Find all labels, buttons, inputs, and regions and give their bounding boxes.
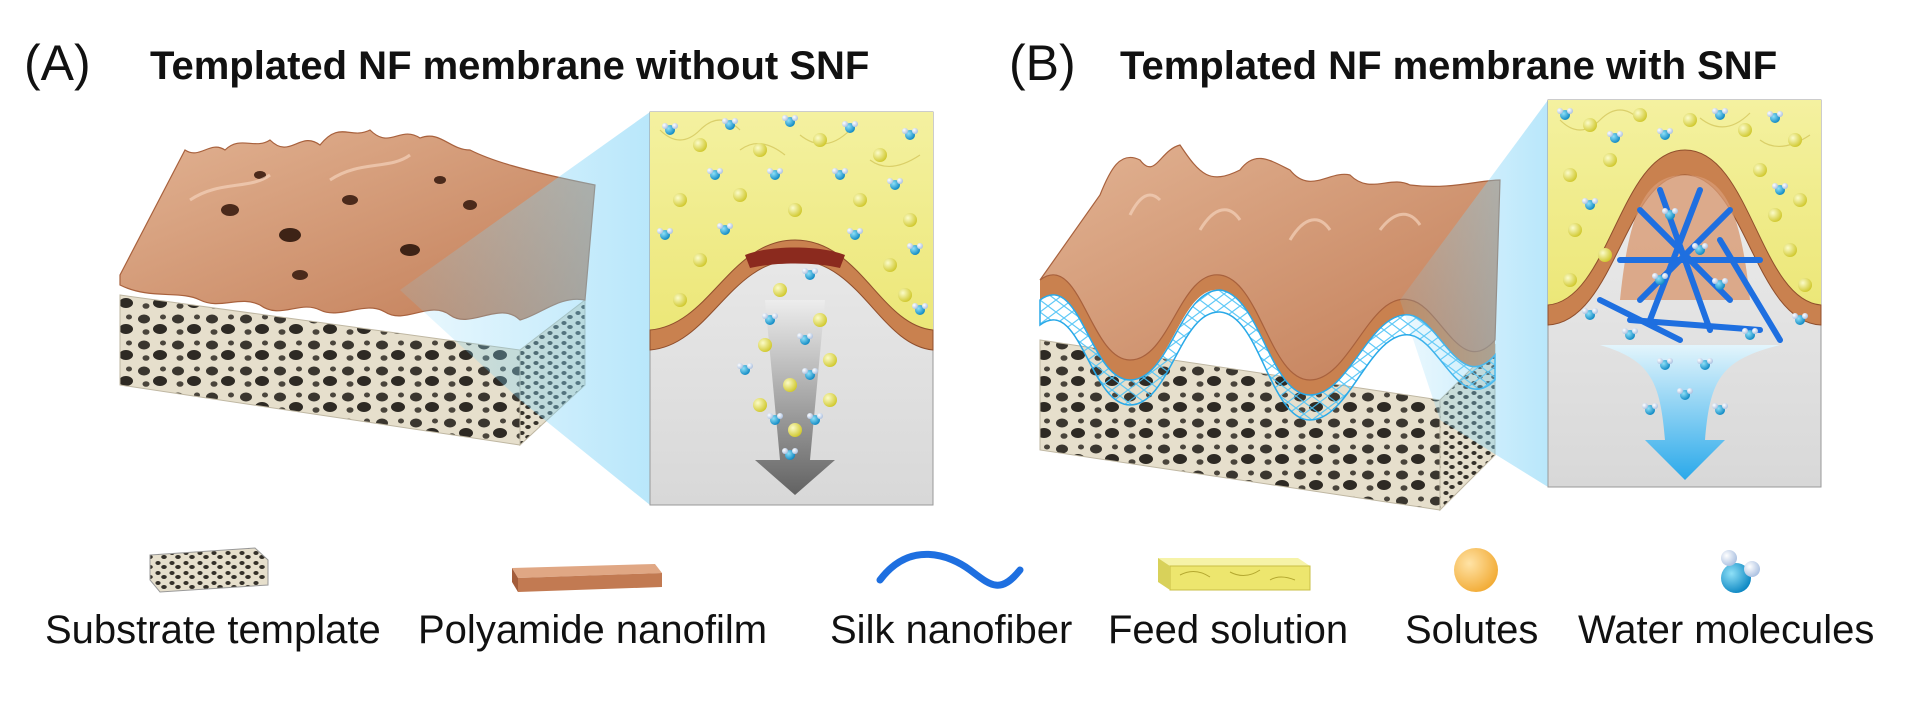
panel-a-zoom-inset — [649, 111, 934, 506]
panel-b-letter: (B) — [1009, 35, 1076, 91]
substrate-template-icon — [149, 547, 269, 593]
legend-label-water-molecules: Water molecules — [1578, 608, 1875, 652]
feed-solution-icon — [1158, 558, 1311, 591]
solute-sphere-icon — [1454, 548, 1498, 592]
legend-label-substrate-template: Substrate template — [45, 608, 381, 652]
panel-b-membrane-block — [1039, 144, 1501, 512]
legend-label-solutes: Solutes — [1405, 608, 1539, 652]
panel-a-title: Templated NF membrane without SNF — [150, 44, 870, 88]
silk-nanofiber-icon — [876, 550, 1024, 589]
panel-b-zoom-inset — [1547, 99, 1822, 488]
polyamide-nanofilm-icon — [512, 564, 662, 592]
panel-b-title: Templated NF membrane with SNF — [1120, 44, 1778, 88]
panel-a-letter: (A) — [24, 35, 91, 91]
panel-a-zoom-beam — [400, 112, 650, 505]
panel-b-zoom-beam — [1400, 100, 1548, 487]
legend-label-silk-nanofiber: Silk nanofiber — [830, 608, 1073, 652]
water-molecule-icon — [1721, 550, 1760, 593]
legend-label-feed-solution: Feed solution — [1108, 608, 1349, 652]
legend-label-polyamide-nanofilm: Polyamide nanofilm — [418, 608, 768, 652]
